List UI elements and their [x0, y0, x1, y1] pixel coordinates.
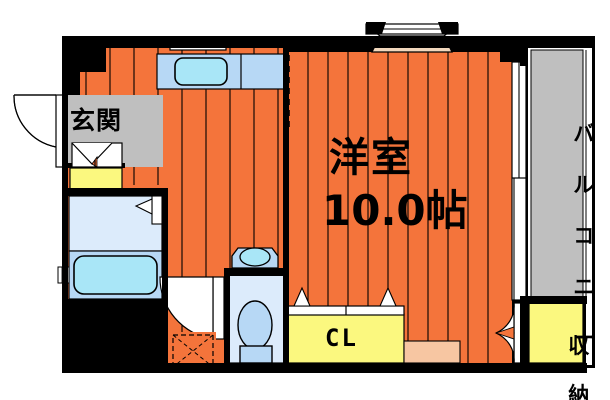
kitchen-sink-icon — [174, 57, 228, 86]
toilet-bowl-icon — [237, 300, 273, 350]
bathtub-icon — [73, 255, 158, 295]
washroom-door-icon — [134, 198, 153, 215]
toilet-room — [227, 247, 285, 364]
main-room-floor — [288, 52, 512, 363]
washroom-area — [68, 195, 163, 252]
entry-step-icon — [403, 340, 461, 364]
balcony-sliding-door-icon — [511, 61, 527, 301]
closet-cl — [287, 286, 405, 364]
balcony-area — [528, 47, 592, 302]
toilet-base-icon — [239, 345, 273, 364]
internal-walls — [62, 36, 595, 373]
shoe-cabinet-icon — [69, 142, 123, 195]
bathtub-group — [57, 250, 163, 300]
toilet-handwash-basin-icon — [239, 247, 271, 267]
